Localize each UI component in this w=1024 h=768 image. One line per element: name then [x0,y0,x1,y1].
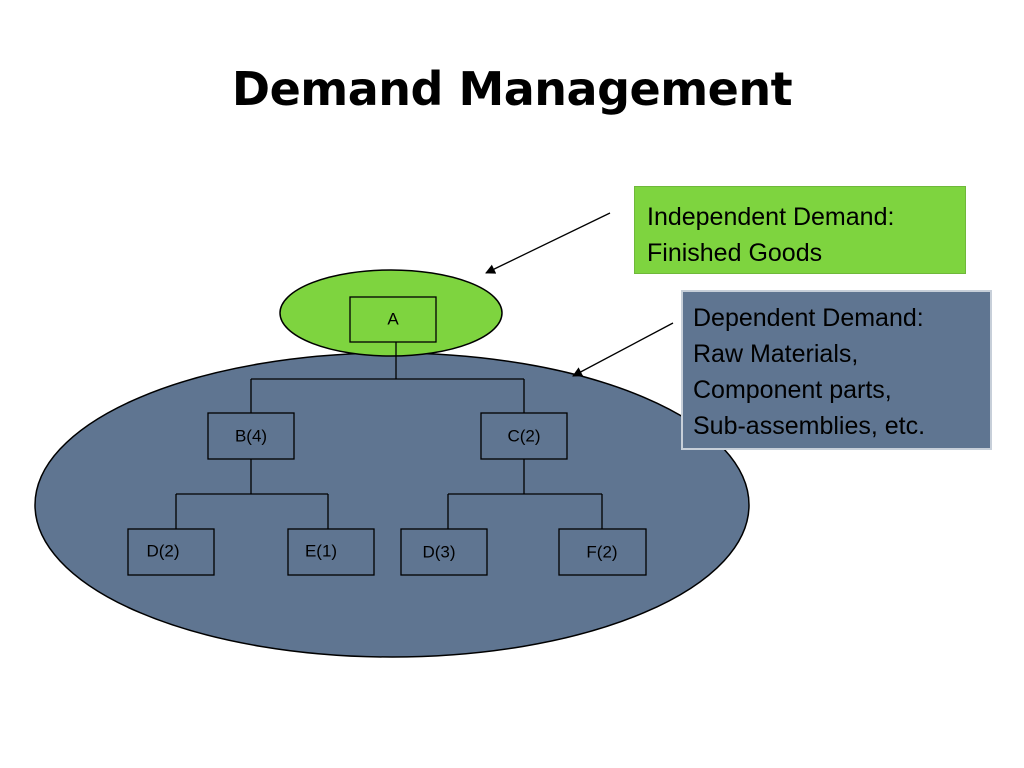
component-parts-line: Component parts, [693,376,892,404]
slide-title: Demand Management [231,62,793,116]
node-b-label: B(4) [235,426,267,445]
independent-demand-line: Independent Demand: [647,203,895,231]
independent-demand-arrow [485,212,611,274]
node-d-under-c: D(3) [400,528,488,576]
node-e-label: E(1) [305,541,337,560]
node-a-label: A [387,309,399,328]
node-c-label: C(2) [507,426,540,445]
node-a: A [349,296,437,343]
node-f-label: F(2) [586,542,617,561]
raw-materials-line: Raw Materials, [693,340,859,368]
finished-goods-line: Finished Goods [647,239,823,267]
tree-connectors [175,342,603,529]
dependent-demand-callout: Dependent Demand: Raw Materials, Compone… [681,290,992,450]
dependent-demand-arrow [572,322,674,377]
independent-demand-callout: Independent Demand: Finished Goods [634,186,966,274]
sub-assemblies-line: Sub-assemblies, etc. [693,412,926,440]
node-d-under-b-label: D(2) [146,541,179,560]
node-c: C(2) [480,412,568,460]
dependent-demand-region [34,352,750,658]
node-b: B(4) [207,412,295,460]
dependent-demand-line: Dependent Demand: [693,304,924,332]
node-d-under-c-label: D(3) [422,542,455,561]
node-d-under-b: D(2) [127,528,215,576]
node-f: F(2) [558,528,647,576]
node-e: E(1) [287,528,375,576]
